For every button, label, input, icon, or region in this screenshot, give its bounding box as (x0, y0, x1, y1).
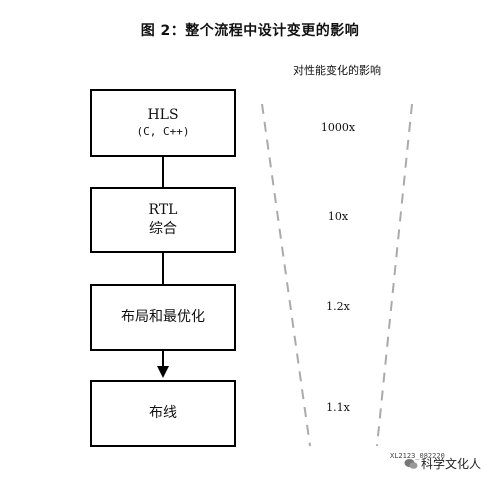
connector-place-route (162, 351, 164, 370)
impact-value-place-optimize: 1.2x (326, 300, 350, 313)
figure-title: 图 2：整个流程中设计变更的影响 (140, 23, 360, 39)
figure-id: XL2123_082220 (390, 452, 445, 460)
flow-box-route-label: 布线 (149, 405, 177, 422)
connector-rtl-place (162, 253, 164, 284)
arrow-down-icon (157, 366, 169, 378)
flow-box-hls: HLS (C, C++) (90, 89, 236, 157)
impact-value-hls: 1000x (320, 121, 356, 134)
flow-box-hls-label: HLS (147, 107, 179, 124)
watermark-label: 科学文化人 (421, 457, 482, 471)
flow-box-hls-sublabel: (C, C++) (136, 125, 190, 139)
funnel-left-edge (261, 103, 311, 447)
wechat-icon (404, 458, 418, 469)
watermark: 科学文化人 (404, 455, 481, 472)
flow-box-place-optimize: 布局和最优化 (90, 284, 236, 351)
flow-box-route: 布线 (90, 380, 236, 447)
impact-value-rtl: 10x (327, 210, 349, 223)
impact-heading: 对性能变化的影响 (293, 64, 381, 77)
flow-box-place-optimize-label: 布局和最优化 (121, 309, 205, 326)
impact-value-route: 1.1x (326, 401, 350, 414)
flow-box-rtl: RTL 综合 (90, 187, 236, 253)
funnel-right-edge (376, 103, 413, 447)
flow-box-rtl-sublabel: 综合 (149, 221, 177, 237)
flow-box-rtl-label: RTL (148, 202, 178, 219)
connector-hls-rtl (162, 157, 164, 187)
